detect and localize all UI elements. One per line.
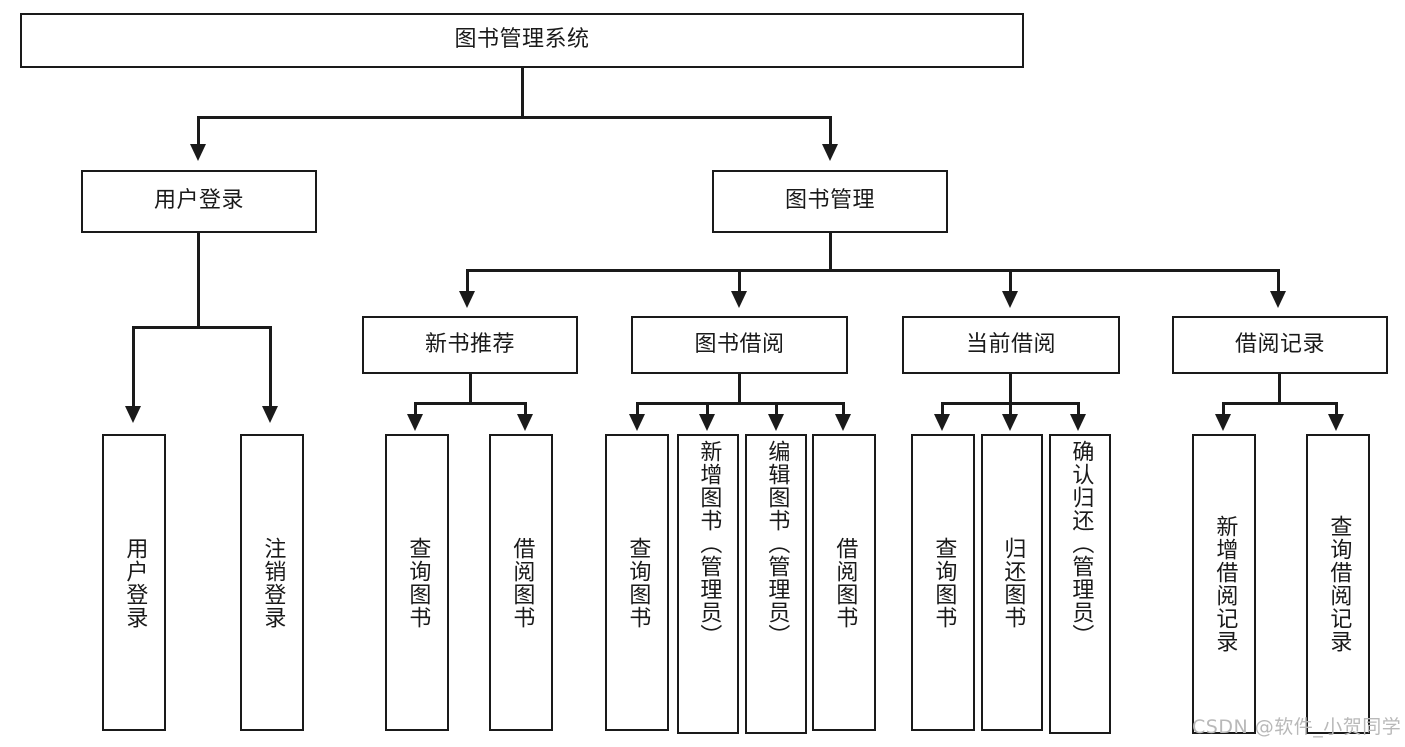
arrowhead-newbook-to-leaf2 xyxy=(517,414,533,431)
node-label: 图书借阅 xyxy=(694,331,785,357)
csdn-watermark: CSDN @软件_小贺同学 xyxy=(1192,716,1402,738)
edge-userlogin-to-leaf2 xyxy=(269,326,272,406)
node-root-system[interactable]: 图书管理系统 xyxy=(20,13,1024,68)
arrowhead-record-to-leaf2 xyxy=(1328,414,1344,431)
arrowhead-userlogin-to-leaf2 xyxy=(262,406,278,423)
arrowhead-borrow-to-leaf3 xyxy=(768,414,784,431)
edge-borrow-to-leaf4 xyxy=(842,402,845,416)
edge-current-stem xyxy=(1009,374,1012,404)
leaf-current-return-book[interactable]: 归还图书 xyxy=(981,434,1043,731)
leaf-borrow-borrow-book[interactable]: 借阅图书 xyxy=(812,434,876,731)
leaf-current-confirm-return-admin[interactable]: 确认归还（管理员） xyxy=(1049,434,1111,734)
leaf-user-login-login[interactable]: 用户登录 xyxy=(102,434,166,731)
edge-userlogin-stem xyxy=(197,233,200,328)
node-label: 图书管理系统 xyxy=(454,27,590,53)
leaf-record-add-record[interactable]: 新增借阅记录 xyxy=(1192,434,1256,734)
edge-bookmgmt-stem xyxy=(829,233,832,271)
arrowhead-root-to-bookmgmt xyxy=(822,144,838,161)
edge-newbook-to-leaf2 xyxy=(524,402,527,416)
node-label: 新增借阅记录 xyxy=(1212,515,1238,653)
node-label: 用户登录 xyxy=(153,188,244,214)
edge-root-bus xyxy=(197,116,832,119)
leaf-user-login-logout[interactable]: 注销登录 xyxy=(240,434,304,731)
leaf-borrow-add-book-admin[interactable]: 新增图书（管理员） xyxy=(677,434,739,734)
edge-userlogin-bus xyxy=(132,326,272,329)
node-label: 查询借阅记录 xyxy=(1326,515,1352,653)
edge-userlogin-to-leaf1 xyxy=(132,326,135,406)
edge-borrow-stem xyxy=(738,374,741,404)
arrowhead-newbook-to-leaf1 xyxy=(407,414,423,431)
edge-bookmgmt-to-current xyxy=(1009,269,1012,291)
node-label: 用户登录 xyxy=(122,536,148,629)
arrowhead-borrow-to-leaf4 xyxy=(835,414,851,431)
arrowhead-current-to-leaf2 xyxy=(1002,414,1018,431)
edge-root-to-userlogin xyxy=(197,116,200,144)
node-borrow-record[interactable]: 借阅记录 xyxy=(1172,316,1388,374)
leaf-borrow-edit-book-admin[interactable]: 编辑图书（管理员） xyxy=(745,434,807,734)
node-label: 当前借阅 xyxy=(965,331,1056,357)
edge-current-to-leaf2 xyxy=(1009,402,1012,416)
arrowhead-bookmgmt-to-newbook xyxy=(459,291,475,308)
edge-bookmgmt-to-record xyxy=(1277,269,1280,291)
edge-borrow-to-leaf3 xyxy=(775,402,778,416)
edge-bookmgmt-bus xyxy=(466,269,1280,272)
arrowhead-userlogin-to-leaf1 xyxy=(125,406,141,423)
edge-root-stem xyxy=(521,68,524,118)
arrowhead-current-to-leaf3 xyxy=(1070,414,1086,431)
edge-newbook-bus xyxy=(414,402,527,405)
arrowhead-bookmgmt-to-borrow xyxy=(731,291,747,308)
node-label: 新增图书（管理员） xyxy=(696,440,722,647)
arrowhead-borrow-to-leaf1 xyxy=(629,414,645,431)
edge-record-to-leaf2 xyxy=(1335,402,1338,416)
edge-borrow-bus xyxy=(636,402,845,405)
node-label: 新书推荐 xyxy=(424,331,515,357)
node-label: 归还图书 xyxy=(1000,536,1026,629)
edge-borrow-to-leaf1 xyxy=(636,402,639,416)
edge-borrow-to-leaf2 xyxy=(706,402,709,416)
node-book-borrow[interactable]: 图书借阅 xyxy=(631,316,848,374)
edge-record-bus xyxy=(1222,402,1338,405)
arrowhead-current-to-leaf1 xyxy=(934,414,950,431)
node-current-borrow[interactable]: 当前借阅 xyxy=(902,316,1120,374)
node-label: 图书管理 xyxy=(784,188,875,214)
node-label: 查询图书 xyxy=(625,536,651,629)
node-user-login[interactable]: 用户登录 xyxy=(81,170,317,233)
arrowhead-borrow-to-leaf2 xyxy=(699,414,715,431)
leaf-borrow-query-book[interactable]: 查询图书 xyxy=(605,434,669,731)
node-label: 确认归还（管理员） xyxy=(1068,440,1094,647)
node-label: 借阅图书 xyxy=(509,536,535,629)
edge-bookmgmt-to-newbook xyxy=(466,269,469,291)
edge-record-to-leaf1 xyxy=(1222,402,1225,416)
leaf-newbook-borrow-book[interactable]: 借阅图书 xyxy=(489,434,553,731)
node-label: 借阅图书 xyxy=(832,536,858,629)
edge-newbook-to-leaf1 xyxy=(414,402,417,416)
arrowhead-root-to-userlogin xyxy=(190,144,206,161)
node-new-book-recommend[interactable]: 新书推荐 xyxy=(362,316,578,374)
node-label: 编辑图书（管理员） xyxy=(764,440,790,647)
node-book-management[interactable]: 图书管理 xyxy=(712,170,948,233)
edge-current-to-leaf1 xyxy=(941,402,944,416)
edge-newbook-stem xyxy=(469,374,472,404)
node-label: 查询图书 xyxy=(405,536,431,629)
arrowhead-bookmgmt-to-record xyxy=(1270,291,1286,308)
node-label: 查询图书 xyxy=(931,536,957,629)
edge-root-to-bookmgmt xyxy=(829,116,832,144)
leaf-current-query-book[interactable]: 查询图书 xyxy=(911,434,975,731)
leaf-newbook-query-book[interactable]: 查询图书 xyxy=(385,434,449,731)
node-label: 注销登录 xyxy=(260,536,286,629)
node-label: 借阅记录 xyxy=(1234,331,1325,357)
edge-bookmgmt-to-borrow xyxy=(738,269,741,291)
arrowhead-record-to-leaf1 xyxy=(1215,414,1231,431)
edge-record-stem xyxy=(1278,374,1281,404)
arrowhead-bookmgmt-to-current xyxy=(1002,291,1018,308)
edge-current-to-leaf3 xyxy=(1077,402,1080,416)
leaf-record-query-record[interactable]: 查询借阅记录 xyxy=(1306,434,1370,734)
